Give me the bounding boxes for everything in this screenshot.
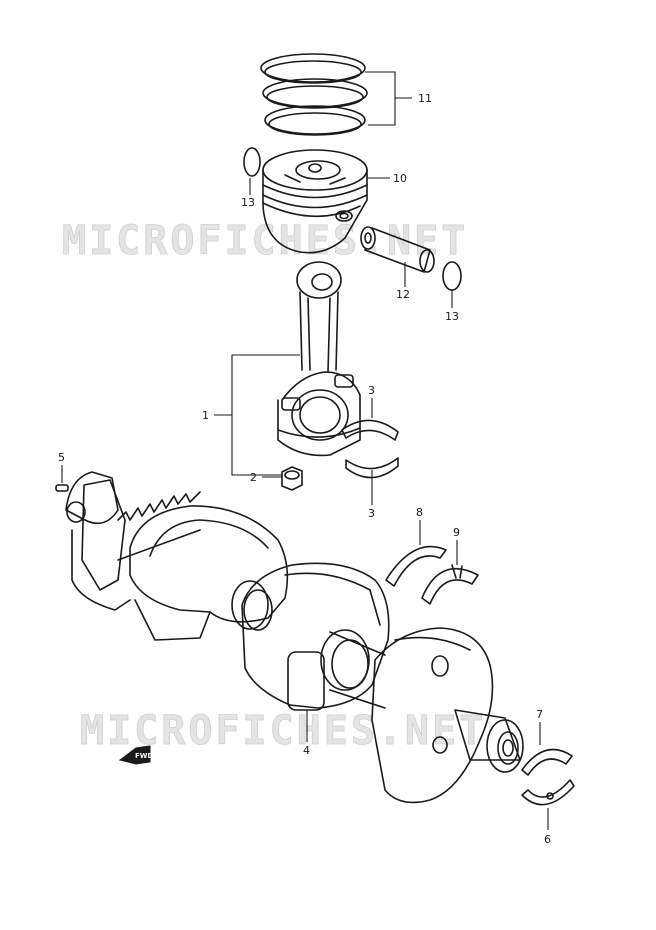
piston[interactable] <box>262 149 368 254</box>
callout-1: 1 <box>202 409 209 422</box>
callout-11: 11 <box>418 92 432 105</box>
callout-3-lower: 3 <box>368 507 375 520</box>
connecting-rod[interactable] <box>277 261 361 457</box>
callout-9: 9 <box>453 526 460 539</box>
callout-2: 2 <box>250 471 257 484</box>
crankshaft[interactable] <box>65 471 524 804</box>
conrod-bearing-lower[interactable] <box>345 457 399 479</box>
fwd-label: FWD <box>135 752 154 760</box>
leader-lines <box>61 71 549 830</box>
piston-rings[interactable] <box>260 53 368 136</box>
crankshaft-key[interactable] <box>55 484 69 492</box>
callout-6: 6 <box>544 833 551 846</box>
main-bearing-upper-rear[interactable] <box>521 748 573 776</box>
callout-4: 4 <box>303 744 310 757</box>
conrod-bearing-upper[interactable] <box>341 419 399 441</box>
callout-8: 8 <box>416 506 423 519</box>
callout-12: 12 <box>396 288 410 301</box>
piston-pin[interactable] <box>360 226 435 273</box>
watermark-top: MICROFICHES.NET <box>62 218 468 264</box>
callout-5: 5 <box>58 451 65 464</box>
callout-13-right: 13 <box>445 310 459 323</box>
fwd-arrow-icon: FWD <box>118 745 154 765</box>
main-bearing-lower-rear[interactable] <box>521 779 575 806</box>
thrust-bearing[interactable] <box>421 564 479 605</box>
main-bearing-upper[interactable] <box>385 545 447 587</box>
callout-10: 10 <box>393 172 407 185</box>
piston-pin-circlip-left[interactable] <box>243 147 261 177</box>
callout-13-left: 13 <box>241 196 255 209</box>
callout-7: 7 <box>536 708 543 721</box>
callout-3-upper: 3 <box>368 384 375 397</box>
piston-pin-circlip-right[interactable] <box>442 261 462 291</box>
conrod-nut[interactable] <box>281 466 303 491</box>
